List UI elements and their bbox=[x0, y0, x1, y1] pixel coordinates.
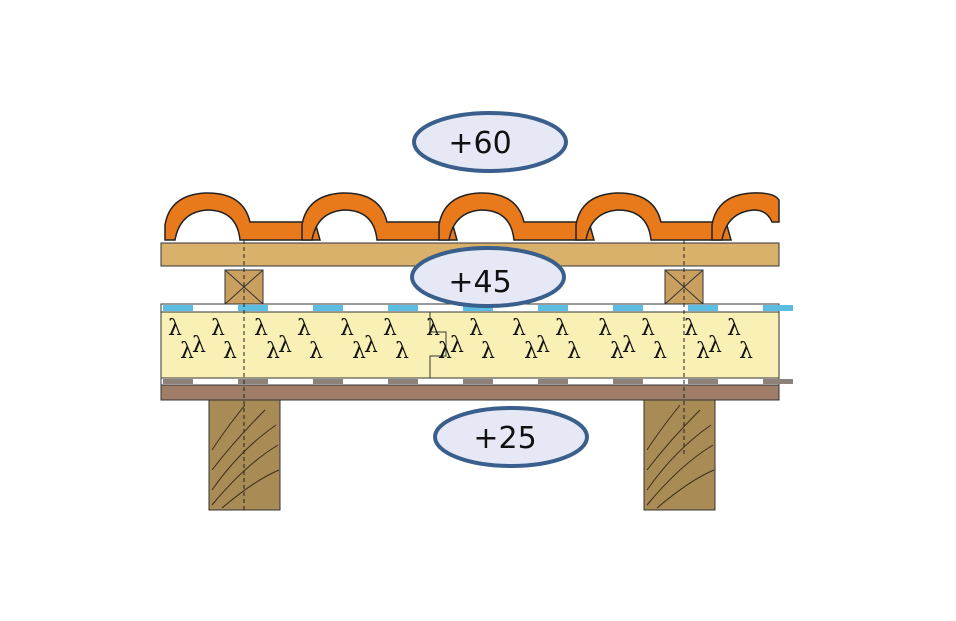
membrane-strip bbox=[688, 305, 718, 311]
roof-tile bbox=[711, 192, 780, 241]
vapour-strip bbox=[613, 379, 643, 384]
label-bottom: +25 bbox=[433, 406, 589, 468]
membrane-strip bbox=[163, 305, 193, 311]
lambda-symbol: λ bbox=[364, 333, 378, 358]
lambda-symbol: λ bbox=[278, 333, 292, 358]
lambda-symbol: λ bbox=[395, 339, 409, 364]
membrane-strip bbox=[538, 305, 568, 311]
roof-tiles bbox=[164, 192, 780, 241]
label-top: +60 bbox=[412, 111, 568, 173]
lambda-symbol: λ bbox=[309, 339, 323, 364]
lambda-symbol: λ bbox=[684, 316, 698, 341]
vapour-strip bbox=[313, 379, 343, 384]
label-bottom-text: +25 bbox=[473, 421, 536, 456]
lambda-symbol: λ bbox=[266, 339, 280, 364]
membrane-strip bbox=[463, 305, 493, 311]
membrane-strip bbox=[238, 305, 268, 311]
lambda-symbol: λ bbox=[352, 339, 366, 364]
lambda-symbol: λ bbox=[211, 316, 225, 341]
vapour-strip bbox=[688, 379, 718, 384]
label-middle-ellipse bbox=[410, 246, 566, 308]
membrane-strip bbox=[313, 305, 343, 311]
lambda-symbol: λ bbox=[481, 339, 495, 364]
vapour-layer bbox=[160, 377, 793, 386]
lambda-symbol: λ bbox=[438, 339, 452, 364]
label-top-ellipse bbox=[412, 111, 568, 173]
membrane-strip bbox=[613, 305, 643, 311]
counter-batten-left-cross bbox=[224, 269, 264, 305]
lambda-symbol: λ bbox=[512, 316, 526, 341]
label-middle: +45 bbox=[410, 246, 566, 308]
vapour-strip bbox=[538, 379, 568, 384]
lambda-symbol: λ bbox=[567, 339, 581, 364]
lambda-symbol: λ bbox=[536, 333, 550, 358]
lambda-symbol: λ bbox=[622, 333, 636, 358]
lambda-symbol: λ bbox=[524, 339, 538, 364]
vapour-strip bbox=[463, 379, 493, 384]
lambda-symbol: λ bbox=[223, 339, 237, 364]
rafter-left-grain bbox=[211, 404, 280, 509]
lambda-symbol: λ bbox=[180, 339, 194, 364]
rafter-right bbox=[643, 399, 716, 511]
lambda-symbol: λ bbox=[653, 339, 667, 364]
lambda-symbol: λ bbox=[696, 339, 710, 364]
lambda-symbol: λ bbox=[168, 316, 182, 341]
lambda-symbol: λ bbox=[383, 316, 397, 341]
roof-tile bbox=[301, 192, 458, 241]
vapour-strip bbox=[388, 379, 418, 384]
lambda-symbol: λ bbox=[469, 316, 483, 341]
lambda-symbol: λ bbox=[598, 316, 612, 341]
roof-tile bbox=[164, 192, 321, 241]
lambda-symbol: λ bbox=[192, 333, 206, 358]
lambda-symbol: λ bbox=[641, 316, 655, 341]
lambda-symbol: λ bbox=[739, 339, 753, 364]
membrane-strip bbox=[763, 305, 793, 311]
vapour-strip bbox=[763, 379, 793, 384]
label-middle-text: +45 bbox=[448, 265, 511, 300]
membrane-strip bbox=[388, 305, 418, 311]
rafter-right-grain bbox=[646, 404, 715, 509]
vapour-strip bbox=[163, 379, 193, 384]
lambda-symbol: λ bbox=[340, 316, 354, 341]
lambda-symbol: λ bbox=[450, 333, 464, 358]
counter-batten-right-cross bbox=[664, 269, 704, 305]
roof-tile bbox=[575, 192, 732, 241]
vapour-strip bbox=[238, 379, 268, 384]
label-bottom-ellipse bbox=[433, 406, 589, 468]
label-top-text: +60 bbox=[448, 126, 511, 161]
lambda-symbol: λ bbox=[254, 316, 268, 341]
lambda-symbol: λ bbox=[708, 333, 722, 358]
lambda-symbol: λ bbox=[426, 316, 440, 341]
lambda-symbol: λ bbox=[297, 316, 311, 341]
interior-board bbox=[160, 384, 780, 401]
insulation-joint bbox=[429, 312, 447, 378]
lambda-symbol: λ bbox=[727, 316, 741, 341]
roof-tile bbox=[438, 192, 595, 241]
lambda-symbol: λ bbox=[555, 316, 569, 341]
lambda-symbol: λ bbox=[610, 339, 624, 364]
